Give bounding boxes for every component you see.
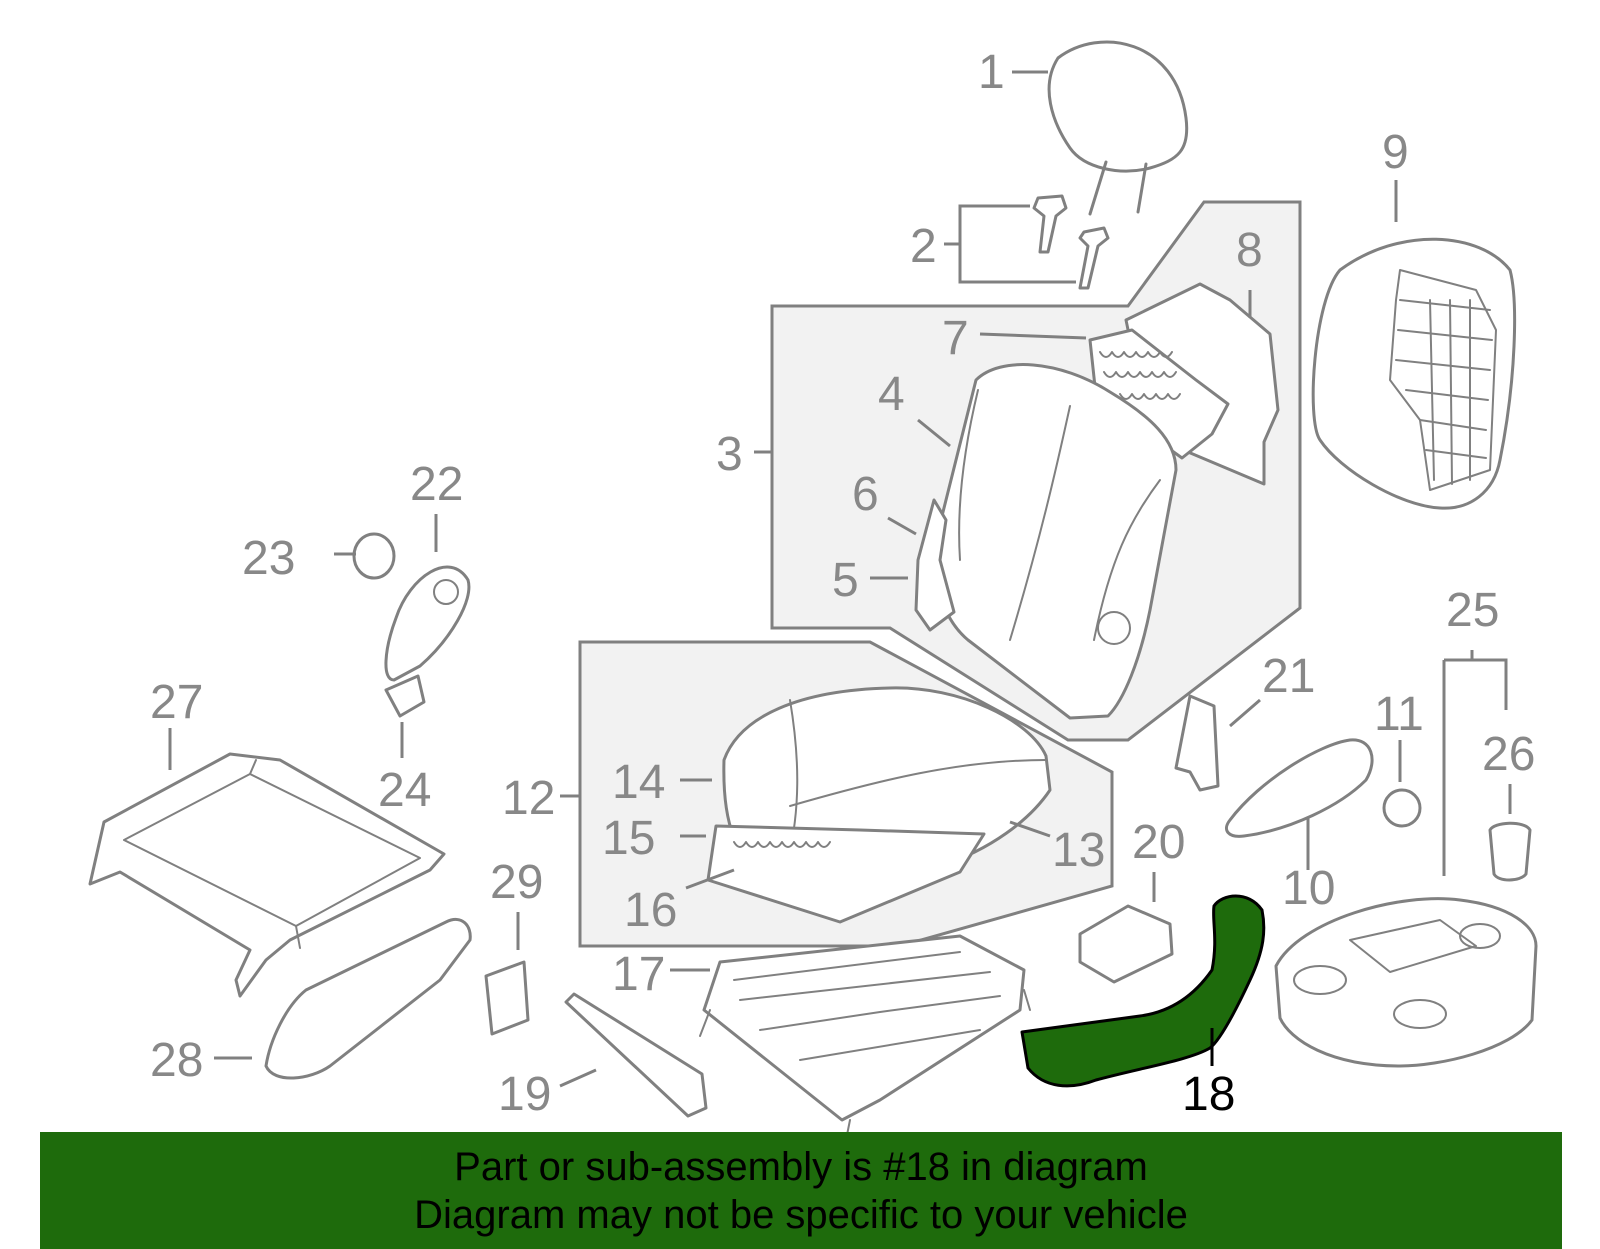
callout-19: 19	[498, 1068, 551, 1121]
headrest-guides	[1032, 194, 1110, 290]
armrest	[1225, 738, 1374, 838]
callout-2: 2	[910, 220, 937, 273]
side-shield	[264, 917, 472, 1080]
headrest	[1047, 40, 1189, 216]
callout-6: 6	[852, 468, 879, 521]
highlighted-part-18[interactable]	[1020, 894, 1266, 1088]
callout-21: 21	[1262, 650, 1315, 703]
leader-lines	[168, 70, 1512, 1088]
callout-10: 10	[1282, 862, 1335, 915]
callout-1: 1	[978, 46, 1005, 99]
callout-15: 15	[602, 812, 655, 865]
callout-20: 20	[1132, 816, 1185, 869]
callout-3: 3	[716, 428, 743, 481]
callout-14: 14	[612, 756, 665, 809]
callout-16: 16	[624, 884, 677, 937]
callout-9: 9	[1382, 126, 1409, 179]
callout-5: 5	[832, 554, 859, 607]
clip-bracket	[1078, 904, 1174, 984]
callout-18: 18	[1182, 1068, 1235, 1121]
banner-line-2: Diagram may not be specific to your vehi…	[414, 1192, 1188, 1237]
callout-24: 24	[378, 764, 431, 817]
callout-17: 17	[612, 948, 665, 1001]
side-bracket	[1174, 694, 1220, 792]
callout-12: 12	[502, 772, 555, 825]
seat-track	[88, 752, 446, 998]
callout-7: 7	[942, 312, 969, 365]
callout-22: 22	[410, 458, 463, 511]
seat-frame	[699, 934, 1031, 1141]
callout-29: 29	[490, 856, 543, 909]
cup-insert	[1488, 821, 1532, 882]
callout-28: 28	[150, 1034, 203, 1087]
recliner-cover	[384, 565, 471, 682]
center-console	[1274, 897, 1538, 1068]
seatback-board	[1311, 237, 1517, 510]
recliner-clip	[384, 674, 426, 718]
callout-8: 8	[1236, 224, 1263, 277]
callout-4: 4	[878, 368, 905, 421]
callout-27: 27	[150, 676, 203, 729]
armrest-cap	[1382, 788, 1422, 828]
callout-13: 13	[1052, 824, 1105, 877]
callout-26: 26	[1482, 728, 1535, 781]
callout-23: 23	[242, 532, 295, 585]
banner-line-1: Part or sub-assembly is #18 in diagram	[454, 1144, 1148, 1189]
side-panel	[564, 992, 708, 1118]
small-bracket	[484, 960, 530, 1036]
info-banner: Part or sub-assembly is #18 in diagram D…	[40, 1132, 1562, 1249]
callout-25: 25	[1446, 584, 1499, 637]
recliner-ring	[352, 532, 396, 580]
side-trim	[914, 498, 956, 632]
heater-element	[1088, 328, 1230, 460]
callout-11: 11	[1374, 688, 1424, 741]
